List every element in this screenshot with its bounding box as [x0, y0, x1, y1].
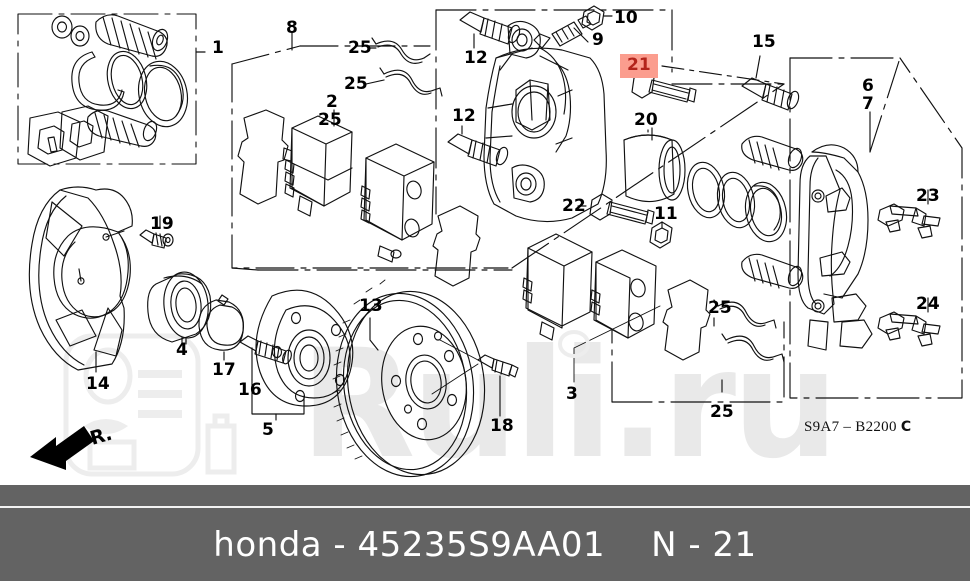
callout-18: 18	[490, 416, 514, 436]
callout-6: 6	[862, 76, 874, 96]
callout-16: 16	[238, 380, 262, 400]
callout-24: 24	[916, 294, 940, 314]
callout-17: 17	[212, 360, 236, 380]
callout-7: 7	[862, 94, 874, 114]
callout-25-e: 25	[710, 402, 734, 422]
callout-5: 5	[262, 420, 274, 440]
callout-25-d: 25	[708, 298, 732, 318]
callout-13: 13	[359, 296, 383, 316]
footer-caption: honda - 45235S9AA01 N - 21	[0, 508, 970, 581]
callout-12-a: 12	[464, 48, 488, 68]
callout-8: 8	[286, 18, 298, 38]
diagram-code-suffix: C	[900, 419, 912, 435]
callout-11: 11	[654, 204, 678, 224]
callout-12-b: 12	[452, 106, 476, 126]
callout-20: 20	[634, 110, 658, 130]
callout-25-b: 25	[344, 74, 368, 94]
callout-3: 3	[566, 384, 578, 404]
callout-19: 19	[150, 214, 174, 234]
footer-bar: honda - 45235S9AA01 N - 21	[0, 485, 970, 581]
fr-arrow-icon	[30, 426, 94, 470]
callout-10: 10	[614, 8, 638, 28]
front-orientation-marker: FR.	[22, 415, 132, 477]
callout-25-a: 25	[348, 38, 372, 58]
callout-23: 23	[916, 186, 940, 206]
diagram-code-main: S9A7 – B2200	[804, 419, 897, 435]
callout-9: 9	[592, 30, 604, 50]
callout-4: 4	[176, 340, 188, 360]
callout-1: 1	[212, 38, 224, 58]
exploded-parts-diagram: Ruli.ru	[17, 5, 963, 480]
callout-15: 15	[752, 32, 776, 52]
part-title: honda - 45235S9AA01	[213, 524, 606, 565]
callout-2: 2	[326, 92, 338, 112]
callout-25-c: 25	[318, 110, 342, 130]
page-reference: N - 21	[651, 524, 757, 565]
callout-21-highlighted[interactable]: 21	[620, 54, 658, 78]
diagram-code: S9A7 – B2200 C	[804, 419, 911, 436]
footer-divider	[0, 506, 970, 508]
callout-22: 22	[562, 196, 586, 216]
diagram-linework	[17, 5, 963, 478]
callout-14: 14	[86, 374, 110, 394]
